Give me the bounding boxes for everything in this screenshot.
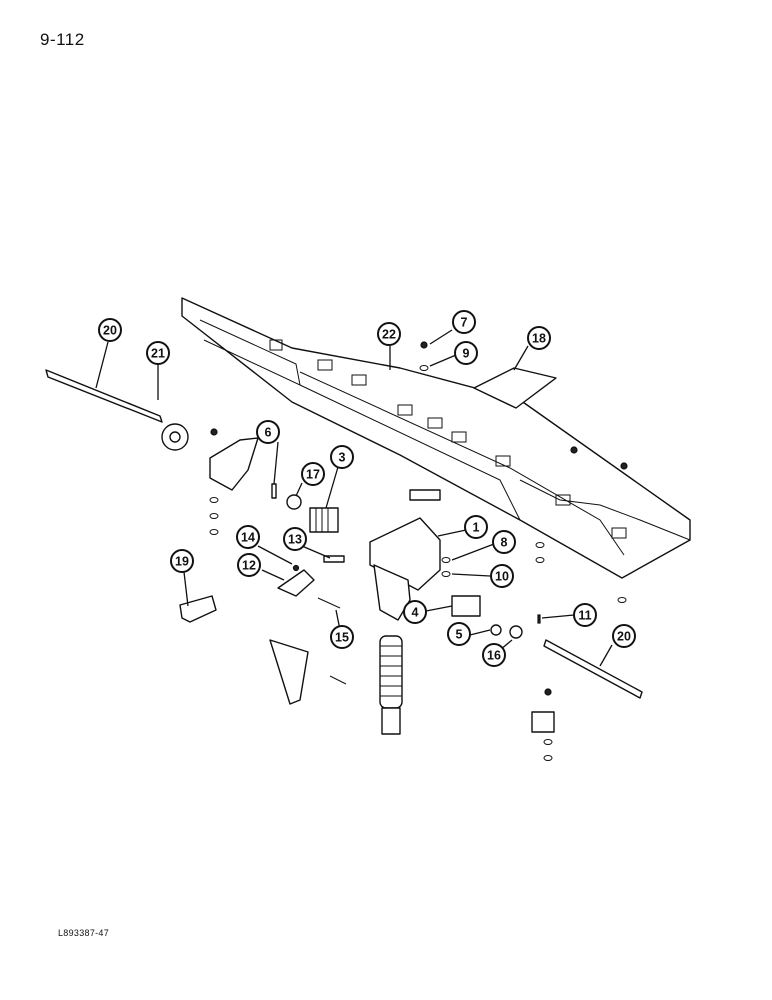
hardware <box>209 341 628 761</box>
svg-text:13: 13 <box>288 533 302 547</box>
sprocket <box>161 423 189 451</box>
washer-large <box>509 625 523 639</box>
bracket-small <box>277 569 315 597</box>
callout-8: 8 <box>492 530 516 554</box>
svg-text:7: 7 <box>461 316 468 330</box>
callout-5: 5 <box>447 622 471 646</box>
spring <box>317 597 341 609</box>
callout-16: 16 <box>482 643 506 667</box>
trough-assembly <box>181 297 691 579</box>
callout-13: 13 <box>283 527 307 551</box>
rock-guard <box>473 367 557 409</box>
svg-text:17: 17 <box>306 468 320 482</box>
callout-12: 12 <box>237 553 261 577</box>
bar-right <box>543 639 643 699</box>
callout-7: 7 <box>452 310 476 334</box>
svg-text:15: 15 <box>335 631 349 645</box>
clamp-block <box>531 711 555 733</box>
gearbox-housing <box>369 517 441 621</box>
gear-shaft <box>309 507 339 533</box>
handle-grip <box>379 635 403 735</box>
callout-15: 15 <box>330 625 354 649</box>
page-number: 9-112 <box>40 30 85 49</box>
plate <box>179 595 217 623</box>
svg-text:18: 18 <box>532 332 546 346</box>
svg-text:20: 20 <box>617 630 631 644</box>
svg-text:4: 4 <box>412 606 419 620</box>
callout-22: 22 <box>377 322 401 346</box>
svg-text:20: 20 <box>103 324 117 338</box>
bar-left <box>45 369 163 423</box>
svg-text:21: 21 <box>151 347 165 361</box>
roll-pin <box>323 555 345 563</box>
arm-bracket <box>269 639 309 705</box>
callout-20-left: 20 <box>98 318 122 342</box>
svg-text:12: 12 <box>242 559 256 573</box>
svg-text:19: 19 <box>175 555 189 569</box>
leader-lines <box>95 329 613 667</box>
callout-9: 9 <box>454 341 478 365</box>
pin-small <box>537 614 541 624</box>
pin <box>271 483 277 499</box>
callout-19: 19 <box>170 549 194 573</box>
svg-text:14: 14 <box>241 531 255 545</box>
svg-text:9: 9 <box>463 347 470 361</box>
callout-10: 10 <box>490 564 514 588</box>
svg-text:16: 16 <box>487 649 501 663</box>
svg-text:5: 5 <box>456 628 463 642</box>
svg-text:22: 22 <box>382 328 396 342</box>
svg-text:11: 11 <box>578 609 591 623</box>
callout-14: 14 <box>236 525 260 549</box>
svg-text:1: 1 <box>473 521 480 535</box>
washer-small <box>490 624 502 636</box>
callout-6: 6 <box>256 420 280 444</box>
callout-11: 11 <box>573 603 597 627</box>
svg-text:6: 6 <box>265 426 272 440</box>
svg-text:3: 3 <box>339 451 346 465</box>
callout-4: 4 <box>403 600 427 624</box>
callout-3: 3 <box>330 445 354 469</box>
callout-17: 17 <box>301 462 325 486</box>
figure-reference-code: L893387-47 <box>58 928 110 938</box>
bracket-left <box>209 437 259 491</box>
callout-1: 1 <box>464 515 488 539</box>
svg-text:8: 8 <box>501 536 508 550</box>
cover-plate <box>409 489 441 501</box>
block <box>451 595 481 617</box>
callout-20-right: 20 <box>612 624 636 648</box>
svg-text:10: 10 <box>495 570 509 584</box>
callout-18: 18 <box>527 326 551 350</box>
callout-21: 21 <box>146 341 170 365</box>
washer <box>286 494 302 510</box>
